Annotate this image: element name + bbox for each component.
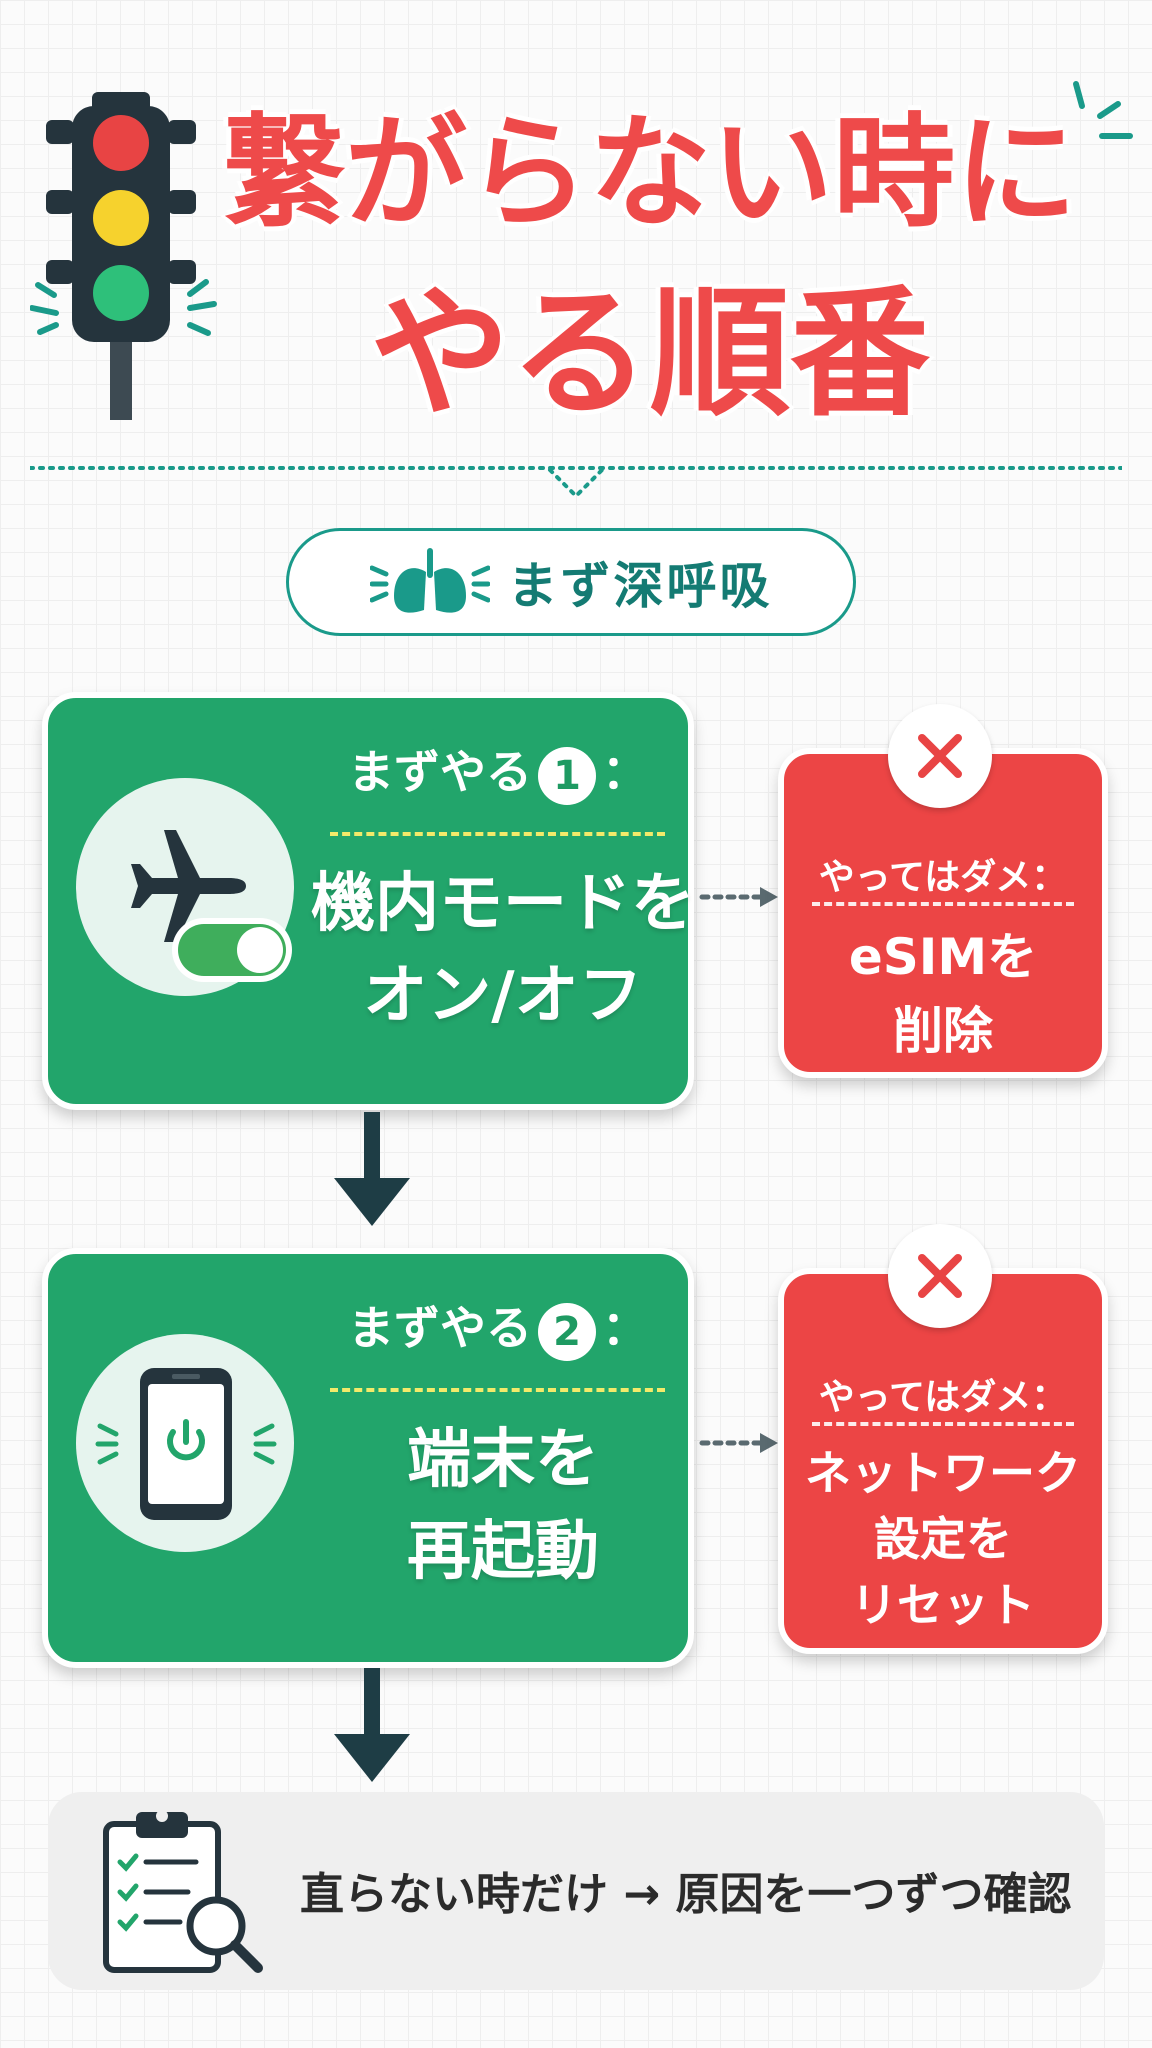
traffic-light-icon: [30, 92, 217, 420]
dont-1-action-line-1: eSIMを: [848, 928, 1038, 986]
sparkle-icon: [1073, 81, 1133, 139]
clipboard-checklist-icon: [103, 1810, 263, 1973]
dont-2-x-badge: [888, 1224, 992, 1328]
step-2-icon-circle: [76, 1334, 294, 1552]
step-1-prefix: まずやる: [348, 745, 532, 799]
dont-2-label: やってはダメ：: [818, 1377, 1068, 1418]
dont-1-label: やってはダメ：: [818, 857, 1068, 898]
dont-1-divider: [812, 902, 1074, 906]
lungs-icon: [369, 548, 490, 613]
step-1-suffix: ：: [602, 745, 648, 799]
page-title-line-2: やる順番: [369, 273, 930, 436]
step-2-number-badge: 2: [538, 1302, 596, 1361]
dont-1-x-badge: [888, 704, 992, 808]
footer-text: 直らない時だけ → 原因を一つずつ確認: [300, 1869, 1072, 1920]
dont-card-2: やってはダメ： ネットワーク 設定を リセット: [778, 1268, 1108, 1654]
step-2-action-line-1: 端末を: [407, 1423, 599, 1497]
phone-power-icon: [95, 1368, 277, 1520]
dont-1-action: eSIMを 削除: [784, 920, 1102, 1068]
header-divider: [30, 466, 1122, 499]
dont-2-action-line-3: リセット: [851, 1578, 1035, 1632]
down-arrow-icon: [334, 1112, 410, 1226]
deep-breath-label: まず深呼吸: [507, 557, 773, 615]
dont-2-divider: [812, 1422, 1074, 1426]
step-1-action-line-1: 機内モードを: [311, 867, 695, 941]
dont-2-action-line-2: 設定を: [874, 1512, 1012, 1566]
step-1-divider: [330, 832, 665, 836]
step-1-number-badge: 1: [538, 746, 596, 805]
dont-2-action: ネットワーク 設定を リセット: [784, 1440, 1102, 1638]
step-2-prefix: まずやる: [348, 1301, 532, 1355]
dont-2-action-line-1: ネットワーク: [805, 1446, 1081, 1500]
dont-1-action-line-2: 削除: [893, 1002, 993, 1060]
deep-breath-pill: まず深呼吸: [286, 528, 856, 636]
dont-connector-1: [699, 887, 778, 907]
step-2-action-line-2: 再起動: [407, 1515, 599, 1589]
page-title-line-1: 繋がらない時に: [223, 102, 1077, 244]
down-arrow-icon: [334, 1668, 410, 1782]
step-1-action: 機内モードを オン/オフ: [308, 858, 698, 1042]
x-icon: [918, 734, 962, 778]
dont-connector-2: [699, 1433, 778, 1453]
footer-bar: [48, 1792, 1104, 1990]
step-1-icon-circle: [76, 778, 294, 996]
step-1-action-line-2: オン/オフ: [363, 959, 643, 1033]
step-2-divider: [330, 1388, 665, 1392]
step-2-action: 端末を 再起動: [308, 1414, 698, 1598]
x-icon: [918, 1254, 962, 1298]
airplane-toggle-icon: [131, 830, 292, 982]
step-2-suffix: ：: [602, 1301, 648, 1355]
